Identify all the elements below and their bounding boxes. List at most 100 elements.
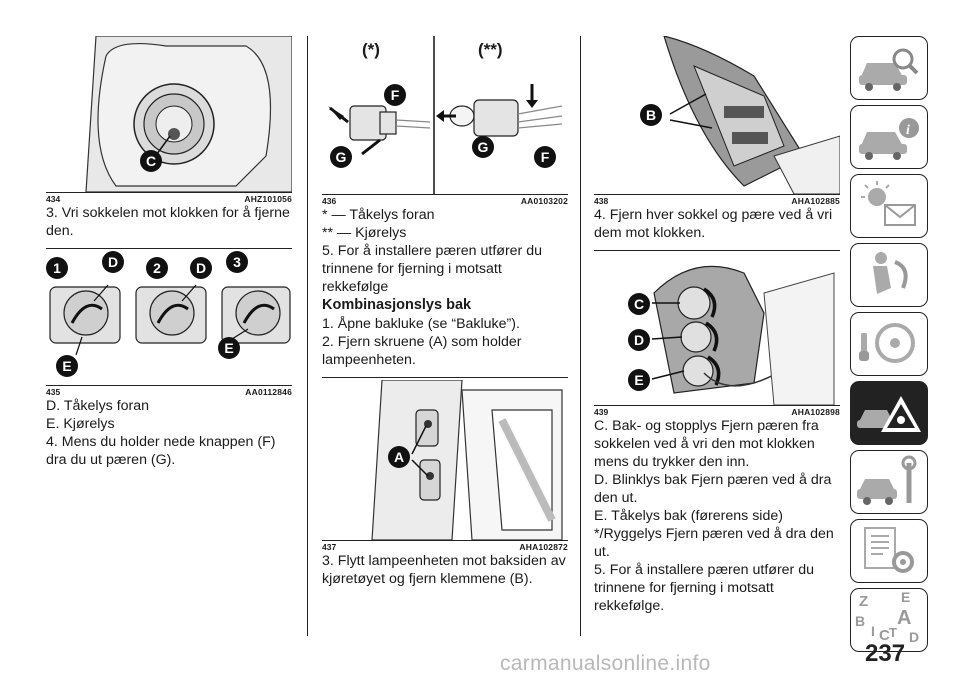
figure-437: A [322, 380, 568, 540]
chapter-tabs: i [850, 36, 928, 657]
callout-A: A [388, 446, 410, 468]
document-gear-icon [864, 527, 914, 573]
callout-C: C [140, 150, 162, 172]
legend-line: ** — Kjørelys [322, 225, 407, 241]
label-daytime-light: (**) [478, 40, 503, 59]
step-text: 2. Fjern skruene (A) som holder lampeenh… [322, 334, 522, 368]
car-wrench-icon [857, 455, 917, 505]
index-letter: I [871, 623, 875, 639]
index-letter: E [901, 589, 911, 605]
index-letter: T [889, 625, 897, 640]
step-text: 1. Åpne bakluke (se “Bakluke”). [322, 316, 520, 332]
column-3: B 438 AHA102885 4. Fjern hver sokkel og … [594, 36, 840, 615]
tab-knowing-the-car[interactable] [850, 36, 928, 100]
legend-line: C. Bak- og stopplys Fjern pæren fra sokk… [594, 418, 819, 470]
figure-caption: 439 AHA102898 [594, 405, 840, 417]
tab-index[interactable]: Z E B A I C T D [850, 588, 928, 652]
figure-code: AHZ101056 [244, 194, 292, 204]
figure-code: AA0103202 [520, 196, 568, 206]
legend-line: E. Tåkelys bak (førerens side) */Ryggely… [594, 508, 834, 560]
callout-G: G [472, 136, 494, 158]
separator [46, 248, 292, 249]
callout-G: G [330, 146, 352, 168]
legend-line: E. Kjørelys [46, 416, 115, 432]
tab-maintenance[interactable] [850, 450, 928, 514]
figure-code: AHA102872 [519, 542, 568, 552]
rear-lamp-clips-illustration [663, 36, 840, 194]
car-magnifier-icon [859, 48, 919, 91]
callout-3: 3 [226, 251, 248, 273]
figure-caption: 438 AHA102885 [594, 194, 840, 206]
steering-wheel-key-icon [859, 323, 915, 363]
figure-number: 435 [46, 387, 61, 397]
separator [322, 377, 568, 378]
callout-C: C [628, 293, 650, 315]
fog-lamp-sockets-illustration [49, 284, 291, 356]
index-letter: C [879, 627, 890, 644]
tab-technical-data[interactable] [850, 519, 928, 583]
legend-line: * — Tåkelys foran [322, 207, 435, 223]
figure-caption: 435 AA0112846 [46, 385, 292, 397]
fog-lamp-bumper-illustration [85, 36, 292, 192]
step-text: 5. For å installere pæren utfører du tri… [322, 243, 543, 295]
column-divider [307, 36, 308, 636]
column-divider [580, 36, 581, 636]
figure-code: AHA102885 [791, 196, 840, 206]
callout-E: E [56, 355, 78, 377]
tab-emergency[interactable] [850, 381, 928, 445]
seat-airbag-icon [873, 252, 908, 294]
separator [594, 250, 840, 251]
callout-F: F [534, 146, 556, 168]
figure-434: C [46, 36, 292, 192]
callout-B: B [640, 104, 662, 126]
callout-D: D [628, 329, 650, 351]
section-heading: Kombinasjonslys bak [322, 297, 472, 313]
figure-number: 439 [594, 407, 609, 417]
warning-lights-envelope-icon [861, 181, 916, 226]
figure-number: 434 [46, 194, 61, 204]
figure-number: 438 [594, 196, 609, 206]
callout-1: 1 [46, 257, 68, 279]
figure-438: B [594, 36, 840, 194]
figure-number: 436 [322, 196, 337, 206]
index-letter: Z [859, 593, 869, 610]
figure-439: C D E [594, 253, 840, 405]
figure-number: 437 [322, 542, 337, 552]
index-letter: D [909, 629, 920, 645]
label-fog-light: (*) [362, 40, 380, 59]
tab-safety[interactable] [850, 243, 928, 307]
legend-line: D. Blinklys bak Fjern pæren ved å dra de… [594, 472, 832, 506]
step-text: 3. Vri sokkelen mot klokken for å fjerne… [46, 205, 290, 239]
bulb-release-illustration [328, 36, 563, 194]
tab-safety-warnings[interactable] [850, 174, 928, 238]
figure-436: (*) (**) F G G F [322, 36, 568, 194]
step-text: 3. Flytt lampeenheten mot baksiden av kj… [322, 553, 566, 587]
index-letter: A [897, 607, 912, 629]
callout-E: E [218, 337, 240, 359]
callout-2: 2 [146, 257, 168, 279]
figure-435: 1 D 2 D 3 E E [46, 251, 292, 385]
column-1: C 434 AHZ101056 3. Vri sokkelen mot klok… [46, 36, 292, 469]
tab-starting-driving[interactable] [850, 312, 928, 376]
rear-lamp-sockets-illustration [651, 265, 835, 405]
index-letter: B [855, 613, 866, 629]
watermark: carmanualsonline.info [500, 652, 711, 675]
figure-caption: 434 AHZ101056 [46, 192, 292, 204]
step-text: 4. Fjern hver sokkel og pære ved å vri d… [594, 207, 833, 241]
step-text: 4. Mens du holder nede knappen (F) dra d… [46, 434, 276, 468]
car-info-icon: i [859, 118, 919, 160]
step-text: 5. For å installere pæren utfører du tri… [594, 562, 815, 614]
page-number: 237 [865, 640, 906, 667]
callout-E: E [628, 369, 650, 391]
column-2: (*) (**) F G G F 436 AA0103202 * — Tåkel… [322, 36, 568, 588]
figure-caption: 436 AA0103202 [322, 194, 568, 206]
svg-text:i: i [906, 123, 910, 138]
legend-line: D. Tåkelys foran [46, 398, 150, 414]
callout-F: F [384, 84, 406, 106]
callout-D: D [102, 251, 124, 273]
figure-code: AHA102898 [791, 407, 840, 417]
car-crash-warning-icon [857, 396, 921, 432]
tailgate-lamp-screws-illustration [371, 380, 563, 540]
figure-caption: 437 AHA102872 [322, 540, 568, 552]
tab-instruments[interactable]: i [850, 105, 928, 169]
